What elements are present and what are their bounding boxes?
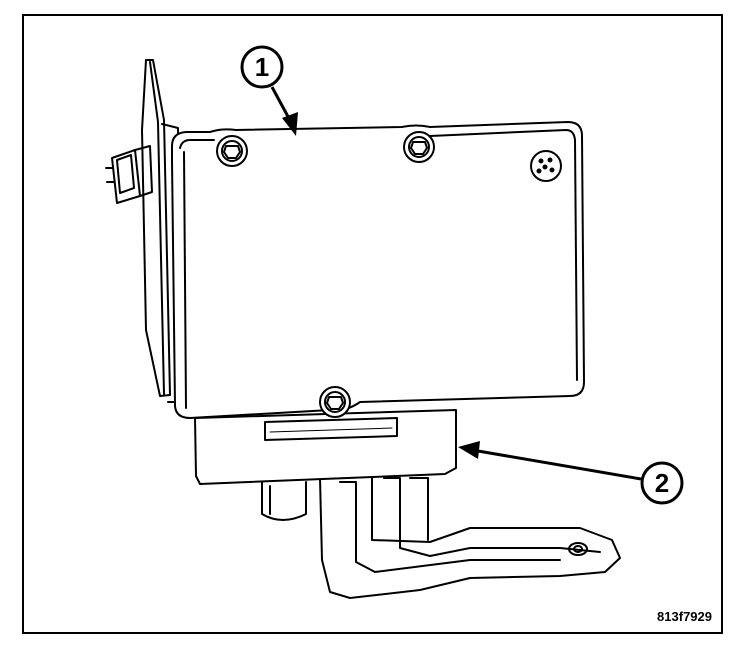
callout-1-number: 1	[255, 52, 269, 82]
module-bolt-left	[216, 135, 248, 167]
module-lower-housing	[194, 409, 457, 485]
connector-stub	[261, 481, 307, 521]
figure-id: 813f7929	[657, 609, 712, 624]
module-bolt-right	[403, 131, 435, 163]
illustration-frame	[22, 14, 723, 634]
module-bolt-bottom	[319, 386, 351, 418]
plate-bolt	[105, 145, 153, 204]
callout-2: 2	[458, 441, 684, 505]
callout-2-number: 2	[655, 468, 669, 498]
vent-port	[530, 150, 562, 182]
callout-1: 1	[240, 45, 298, 136]
module-main-housing	[171, 121, 585, 419]
lower-bracket	[319, 475, 621, 599]
